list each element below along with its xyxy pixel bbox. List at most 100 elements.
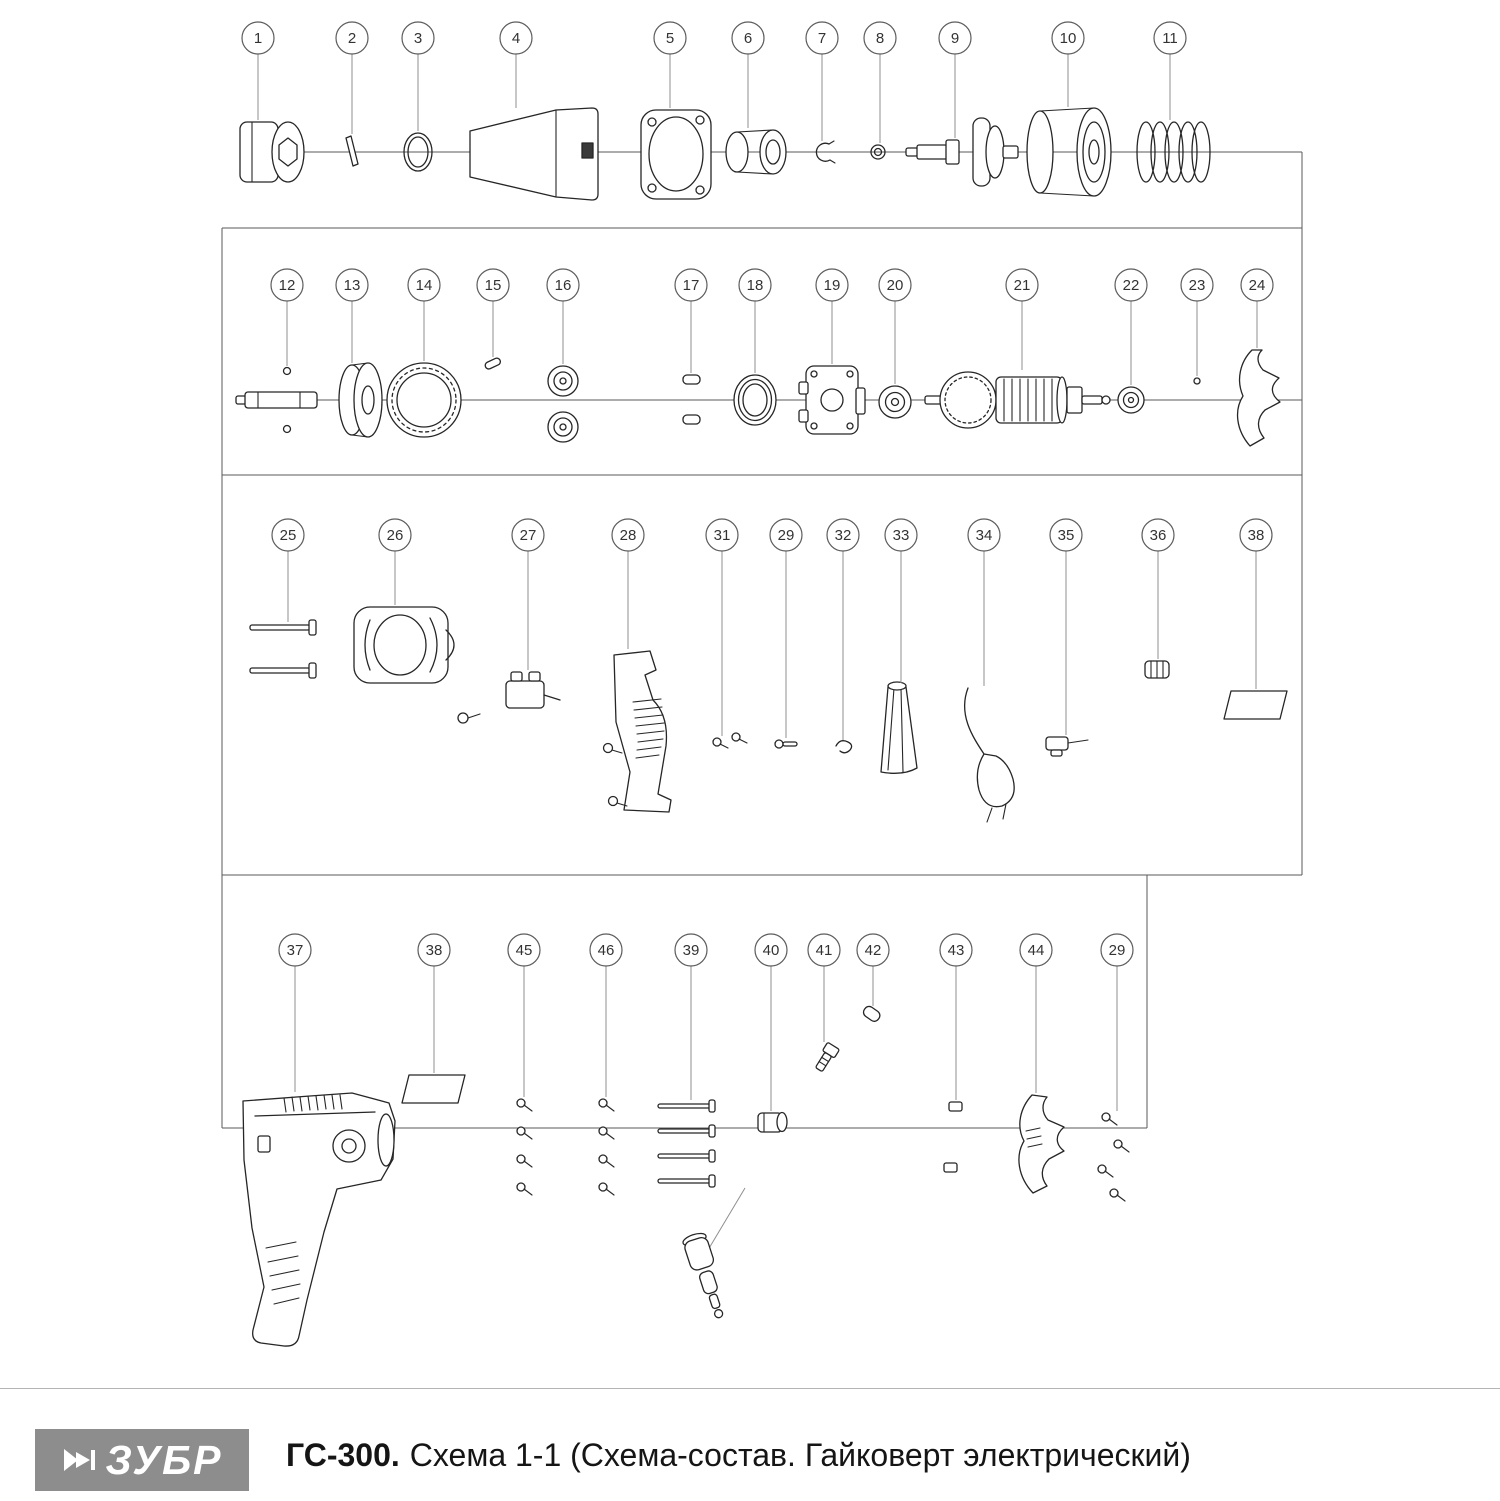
svg-text:26: 26 — [387, 527, 404, 544]
part-33-cord-guard — [880, 681, 918, 774]
svg-text:2: 2 — [348, 30, 356, 47]
svg-text:43: 43 — [948, 942, 965, 959]
svg-text:23: 23 — [1189, 277, 1206, 294]
callout-21: 21 — [1005, 268, 1039, 370]
zubr-logo-mark-icon — [63, 1449, 95, 1471]
part-1-socket-retainer — [239, 121, 305, 183]
svg-text:3: 3 — [414, 30, 422, 47]
svg-text:6: 6 — [744, 30, 752, 47]
zubr-logo-text: ЗУБР — [105, 1436, 223, 1483]
part-chuck-adapter-stack — [682, 1232, 724, 1319]
svg-text:5: 5 — [666, 30, 674, 47]
part-31-screws — [712, 732, 748, 749]
callout-29: 29 — [1100, 933, 1134, 1111]
part-34-power-cord-plug — [963, 687, 1015, 823]
svg-text:28: 28 — [620, 527, 637, 544]
svg-text:24: 24 — [1249, 277, 1266, 294]
part-45-screws — [516, 1098, 533, 1196]
callout-4: 4 — [499, 21, 533, 108]
part-32-clip — [835, 740, 853, 754]
callout-17: 17 — [674, 268, 708, 373]
svg-text:46: 46 — [598, 942, 615, 959]
callout-3: 3 — [401, 21, 435, 131]
part-9-anvil-spindle — [905, 117, 1019, 187]
part-24-fan-baffle — [1236, 349, 1281, 447]
svg-text:11: 11 — [1162, 30, 1178, 47]
callout-8: 8 — [863, 21, 897, 143]
svg-text:10: 10 — [1060, 30, 1077, 47]
callout-41: 41 — [807, 933, 841, 1042]
svg-text:39: 39 — [683, 942, 700, 959]
part-17-pins — [682, 374, 701, 425]
svg-text:27: 27 — [520, 527, 537, 544]
callout-11: 11 — [1153, 21, 1187, 120]
part-20-bearing — [878, 385, 912, 419]
svg-text:22: 22 — [1123, 277, 1140, 294]
exploded-parts-diagram: 1234567891011121314151617181920212223242… — [221, 21, 1303, 1347]
svg-text:36: 36 — [1150, 527, 1167, 544]
part-10-hammer-cage — [1026, 107, 1112, 197]
part-15-pin — [484, 357, 502, 370]
callout-19: 19 — [815, 268, 849, 364]
title-subtitle: Схема 1-1 (Схема-состав. Гайковерт элект… — [409, 1437, 1191, 1473]
svg-text:37: 37 — [287, 942, 304, 959]
svg-text:14: 14 — [416, 277, 433, 294]
step-frame-lines — [221, 151, 1303, 1251]
part-3-o-ring — [403, 132, 433, 172]
svg-text:44: 44 — [1028, 942, 1045, 959]
callout-34: 34 — [967, 518, 1001, 686]
svg-text:12: 12 — [279, 277, 296, 294]
callout-37: 37 — [278, 933, 312, 1092]
svg-text:8: 8 — [876, 30, 884, 47]
callout-38: 38 — [417, 933, 451, 1073]
part-23-pin — [1193, 377, 1201, 385]
callout-2: 2 — [335, 21, 369, 134]
callout-28: 28 — [611, 518, 645, 649]
callout-43: 43 — [939, 933, 973, 1100]
callout-36: 36 — [1141, 518, 1175, 659]
part-38-label — [1223, 690, 1288, 720]
part-43-keys — [943, 1101, 963, 1173]
svg-text:9: 9 — [951, 30, 959, 47]
callout-26: 26 — [378, 518, 412, 605]
part-46-screws — [598, 1098, 615, 1196]
svg-text:19: 19 — [824, 277, 841, 294]
callout-23: 23 — [1180, 268, 1214, 376]
part-29-screw — [774, 739, 798, 749]
svg-text:34: 34 — [976, 527, 993, 544]
callout-18: 18 — [738, 268, 772, 373]
part-28-handle-module — [602, 650, 672, 813]
footer: ЗУБР ГС-300.Схема 1-1 (Схема-состав. Гай… — [0, 1388, 1500, 1501]
svg-text:15: 15 — [485, 277, 502, 294]
part-7-retaining-clip — [815, 140, 836, 164]
part-41-bolt — [815, 1042, 840, 1072]
callout-33: 33 — [884, 518, 918, 683]
part-39-long-screws — [657, 1099, 716, 1188]
part-26-stator — [353, 606, 455, 684]
part-18-bearing-ring — [733, 374, 777, 426]
svg-text:41: 41 — [816, 942, 833, 959]
part-11-spring — [1136, 121, 1211, 183]
model-number: ГС-300. — [286, 1437, 400, 1473]
callout-25: 25 — [271, 518, 305, 622]
part-8-small-o-ring — [870, 144, 886, 160]
callout-5: 5 — [653, 21, 687, 108]
part-37-motor-housing — [242, 1092, 396, 1347]
callout-9: 9 — [938, 21, 972, 138]
callout-44: 44 — [1019, 933, 1053, 1093]
callout-10: 10 — [1051, 21, 1085, 107]
callout-35: 35 — [1049, 518, 1083, 735]
part-25-screws — [249, 619, 317, 679]
svg-text:38: 38 — [1248, 527, 1265, 544]
part-4-front-housing — [469, 107, 599, 201]
callout-7: 7 — [805, 21, 839, 141]
part-38-label-2 — [401, 1074, 466, 1104]
svg-text:1: 1 — [254, 30, 262, 47]
svg-text:20: 20 — [887, 277, 904, 294]
zubr-logo: ЗУБР — [35, 1429, 249, 1491]
callout-6: 6 — [731, 21, 765, 128]
part-16-bearings — [547, 365, 579, 443]
svg-text:35: 35 — [1058, 527, 1075, 544]
